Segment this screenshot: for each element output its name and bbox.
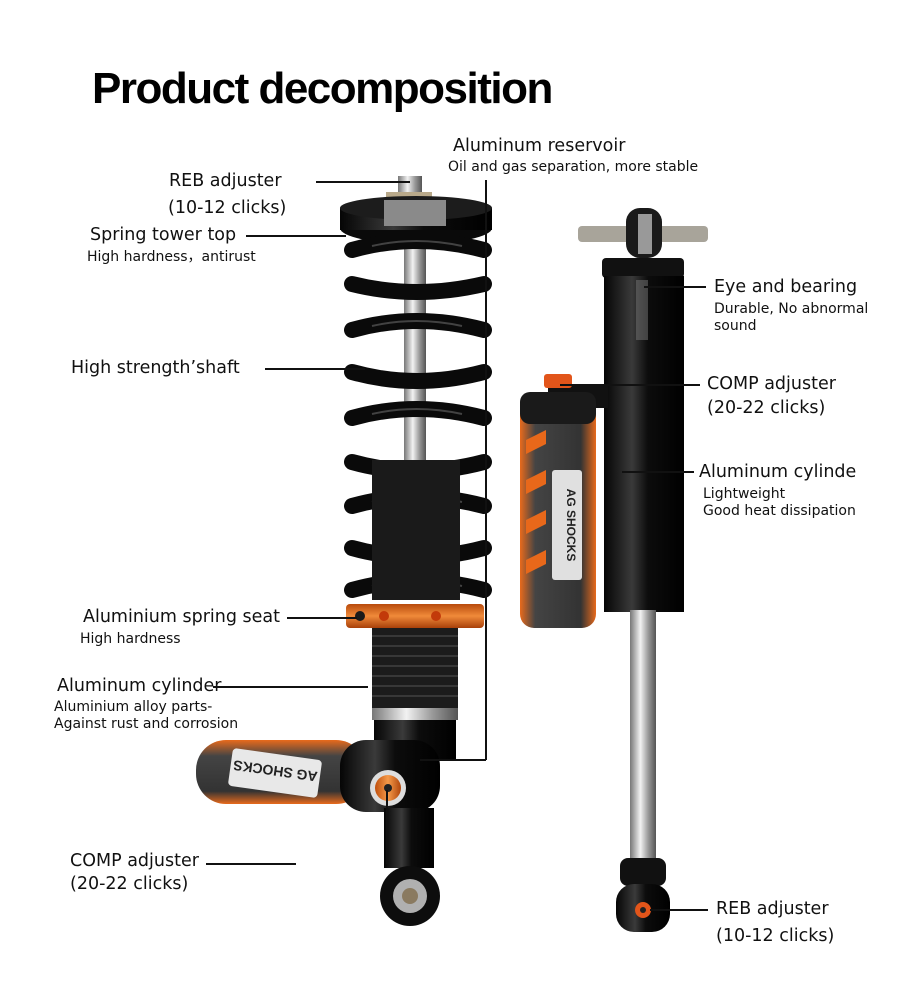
callout-comp-adjuster-left-title: COMP adjuster: [70, 851, 199, 871]
callout-aluminum-cylinder-title: Aluminum cylinder: [57, 676, 222, 696]
callout-eye-and-bearing-detail-1: Durable, No abnormal: [714, 301, 869, 317]
callout-reb-adjuster-left-title: REB adjuster: [169, 171, 282, 191]
callout-aluminum-cylinder-detail-2: Against rust and corrosion: [54, 716, 239, 732]
callout-comp-adjuster-right-detail: (20-22 clicks): [707, 398, 826, 418]
leader-comp-adjuster-right: [560, 384, 700, 386]
leader-aluminium-spring-seat: [287, 617, 357, 619]
callout-reb-adjuster-left-detail: (10-12 clicks): [168, 198, 287, 218]
leader-high-strength-shaft: [265, 368, 365, 370]
leader-reb-adjuster-left: [316, 181, 410, 183]
leader-eye-and-bearing: [644, 286, 706, 288]
callout-aluminium-spring-seat-detail: High hardness: [80, 631, 181, 647]
svg-text:AG SHOCKS: AG SHOCKS: [564, 489, 578, 562]
callout-aluminum-reservoir-detail: Oil and gas separation, more stable: [448, 159, 699, 175]
right-shock: AG SHOCKS: [520, 208, 708, 932]
callout-eye-and-bearing-detail-2: sound: [714, 318, 757, 334]
callout-aluminum-cylinder-detail-1: Aluminium alloy parts-: [54, 699, 213, 715]
callout-high-strength-shaft: High strength’shaft: [71, 358, 240, 378]
callout-reb-adjuster-right-detail: (10-12 clicks): [716, 926, 835, 946]
left-coilover: AG SHOCKS: [196, 176, 492, 926]
leader-reb-adjuster-right: [650, 909, 708, 911]
callout-aluminum-reservoir-title: Aluminum reservoir: [453, 136, 626, 156]
page-title: Product decomposition: [92, 64, 553, 113]
callout-aluminum-cylinde-right-detail-1: Lightweight: [703, 486, 786, 502]
leader-comp-adjuster-left-h: [206, 863, 296, 865]
leader-reservoir-v: [485, 180, 487, 760]
callout-comp-adjuster-right-title: COMP adjuster: [707, 374, 836, 394]
leader-comp-adjuster-left-v: [386, 790, 388, 864]
leader-aluminum-cylinder-left: [213, 686, 368, 688]
callout-spring-tower-top-detail: High hardness，antirust: [87, 249, 256, 265]
leader-reservoir-h: [420, 759, 486, 761]
callout-spring-tower-top-title: Spring tower top: [90, 225, 237, 245]
callout-reb-adjuster-right-title: REB adjuster: [716, 899, 829, 919]
callout-eye-and-bearing-title: Eye and bearing: [714, 277, 858, 297]
callout-comp-adjuster-left-detail: (20-22 clicks): [70, 874, 189, 894]
callout-aluminum-cylinde-right-detail-2: Good heat dissipation: [703, 503, 856, 519]
callout-aluminium-spring-seat-title: Aluminium spring seat: [83, 607, 281, 627]
leader-aluminum-cylinde-right: [622, 471, 694, 473]
callout-aluminum-cylinde-right-title: Aluminum cylinde: [699, 462, 857, 482]
leader-spring-tower-top: [246, 235, 346, 237]
